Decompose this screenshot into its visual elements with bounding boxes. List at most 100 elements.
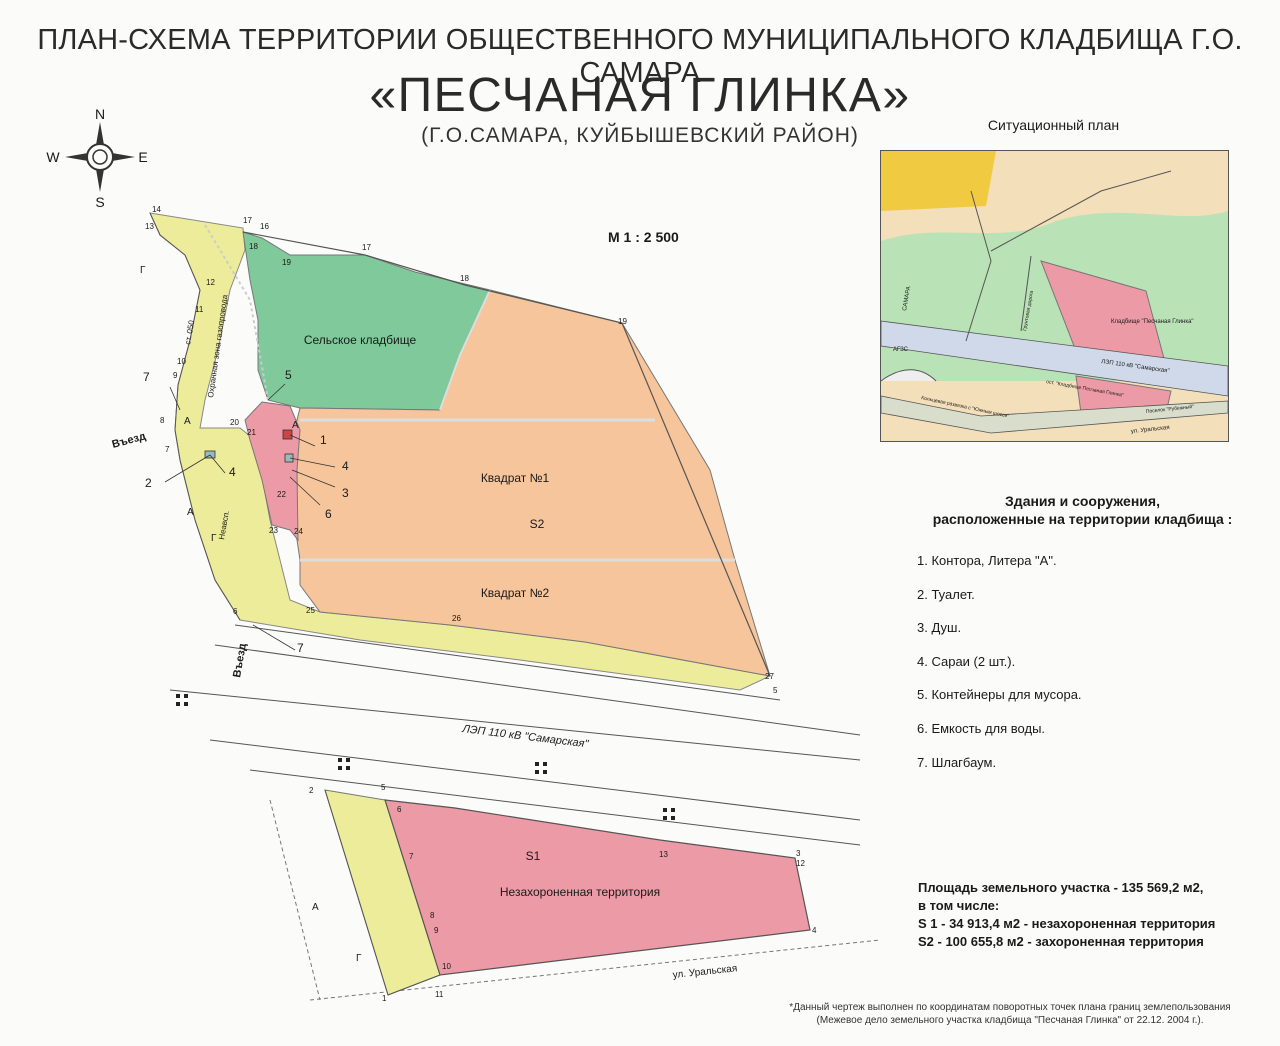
office-marker <box>282 429 293 440</box>
callout-2: 2 <box>145 476 152 490</box>
footnote: *Данный чертеж выполнен по координатам п… <box>770 1001 1250 1027</box>
point-label: 20 <box>230 418 239 427</box>
label-square-2: Квадрат №2 <box>481 586 550 600</box>
legend-item: 3. Душ. <box>917 620 962 636</box>
label-entry-south: Въезд <box>231 642 249 678</box>
point-label: 13 <box>659 850 668 859</box>
point-label: 7 <box>165 445 170 454</box>
buildings-legend-list: 1. Контора, Литера "А". 2. Туалет. 3. Ду… <box>917 553 1082 788</box>
point-label: 9 <box>434 926 439 935</box>
point-label: 19 <box>282 258 291 267</box>
buildings-title-line1: Здания и сооружения, <box>1005 493 1160 509</box>
letter-g-1: Г <box>140 265 146 276</box>
area-including: в том числе: <box>918 898 1000 913</box>
point-label: 23 <box>269 526 278 535</box>
point-label: 26 <box>452 614 461 623</box>
label-road-side: ст. 050 <box>183 319 196 345</box>
area-s2: S2 - 100 655,8 м2 - захороненная террито… <box>918 934 1204 949</box>
callout-7b: 7 <box>297 641 304 655</box>
label-village-cemetery: Сельское кладбище <box>304 333 417 347</box>
situation-map: Кладбище "Песчаная Глинка" ЛЭП 110 кВ "С… <box>880 151 1229 441</box>
point-label: 16 <box>260 222 269 231</box>
buildings-legend-title: Здания и сооружения, расположенные на те… <box>900 492 1265 528</box>
situation-plan: Кладбище "Песчаная Глинка" ЛЭП 110 кВ "С… <box>880 150 1229 442</box>
legend-item: 5. Контейнеры для мусора. <box>917 687 1082 703</box>
point-label: 13 <box>145 222 154 231</box>
label-s2: S2 <box>530 517 545 531</box>
point-label: 22 <box>277 490 286 499</box>
legend-item: 7. Шлагбаум. <box>917 754 997 770</box>
map-scale: М 1 : 2 500 <box>608 229 679 245</box>
point-label: 11 <box>435 990 444 999</box>
footnote-line1: *Данный чертеж выполнен по координатам п… <box>789 1002 1231 1013</box>
point-label: 10 <box>177 357 186 366</box>
compass-rose-icon <box>65 122 135 192</box>
point-label: 8 <box>430 911 435 920</box>
area-s1: S 1 - 34 913,4 м2 - незахороненная терри… <box>918 916 1216 931</box>
callout-3: 3 <box>342 486 349 500</box>
toilet-marker <box>204 450 216 459</box>
point-label: 27 <box>765 672 774 681</box>
letter-g-2: Г <box>211 533 217 544</box>
point-label: 2 <box>309 786 314 795</box>
point-label: 1 <box>382 994 387 1003</box>
label-square-1: Квадрат №1 <box>481 471 550 485</box>
point-label: 12 <box>796 859 805 868</box>
compass-e: E <box>138 149 147 165</box>
land-area-summary: Площадь земельного участка - 135 569,2 м… <box>918 879 1215 951</box>
label-unburied-territory: Незахороненная территория <box>500 885 660 899</box>
point-label: 18 <box>460 274 469 283</box>
legend-item: 4. Сараи (2 шт.). <box>917 653 1016 669</box>
point-label: 24 <box>294 527 303 536</box>
point-label: 19 <box>618 317 627 326</box>
label-entry-north: Въезд <box>111 430 147 451</box>
point-label: 3 <box>796 849 801 858</box>
point-label: 8 <box>160 416 165 425</box>
zone-square-2 <box>299 559 771 677</box>
callout-5: 5 <box>285 368 292 382</box>
situation-cemetery-label: Кладбище "Песчаная Глинка" <box>1111 319 1194 325</box>
point-label: 4 <box>812 926 817 935</box>
situation-plan-caption: Ситуационный план <box>987 117 1120 133</box>
plan-title-line1: ПЛАН-СХЕМА ТЕРРИТОРИИ ОБЩЕСТВЕННОГО МУНИ… <box>37 24 1243 89</box>
area-total: Площадь земельного участка - 135 569,2 м… <box>918 880 1204 895</box>
legend-item: 2. Туалет. <box>917 586 975 602</box>
point-label: 6 <box>233 607 238 616</box>
callout-4b: 4 <box>229 465 236 479</box>
callout-7a: 7 <box>143 370 150 384</box>
point-label: 18 <box>249 242 258 251</box>
point-label: 17 <box>243 216 252 225</box>
compass-w: W <box>46 149 60 165</box>
point-label: 17 <box>362 243 371 252</box>
letter-g-3: Г <box>356 953 362 964</box>
point-label: 5 <box>773 686 778 695</box>
compass-n: N <box>95 106 105 122</box>
callout-1: 1 <box>320 433 327 447</box>
point-label: 25 <box>306 606 315 615</box>
cemetery-name-title: «ПЕСЧАНАЯ ГЛИНКА» <box>369 69 911 122</box>
situation-agzs-label: АГЗС <box>893 347 909 353</box>
point-label: 21 <box>247 428 256 437</box>
point-label: 5 <box>381 783 386 792</box>
compass-s: S <box>95 194 104 210</box>
callout-6: 6 <box>325 507 332 521</box>
label-s1: S1 <box>526 849 541 863</box>
callout-4a: 4 <box>342 459 349 473</box>
label-power-line: ЛЭП 110 кВ "Самарская" <box>461 723 590 751</box>
letter-a-3: А <box>187 507 194 518</box>
letter-a-4: А <box>312 902 319 913</box>
footnote-line2: (Межевое дело земельного участка кладбищ… <box>816 1015 1204 1026</box>
point-label: 12 <box>206 278 215 287</box>
situation-samara-label: САМАРА <box>902 286 912 311</box>
letter-a-1: А <box>184 416 191 427</box>
point-label: 10 <box>442 962 451 971</box>
shed-marker <box>284 453 294 463</box>
point-label: 14 <box>152 205 161 214</box>
buildings-title-line2: расположенные на территории кладбища : <box>932 511 1233 527</box>
legend-item: 1. Контора, Литера "А". <box>917 553 1057 568</box>
point-label: 7 <box>409 852 414 861</box>
label-uralskaya-street: ул. Уральская <box>672 963 738 981</box>
letter-a-2: А <box>292 420 299 431</box>
district-subtitle: (Г.О.САМАРА, КУЙБЫШЕВСКИЙ РАЙОН) <box>421 124 859 147</box>
